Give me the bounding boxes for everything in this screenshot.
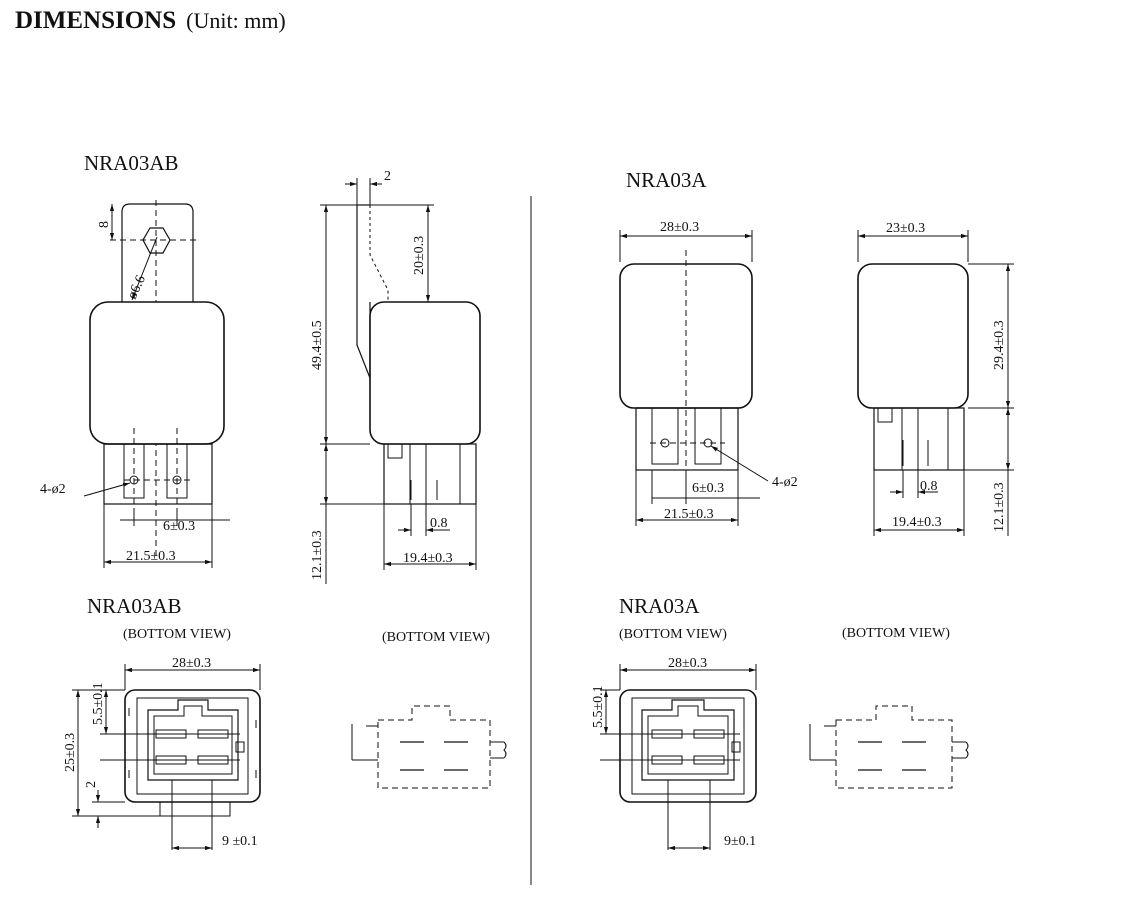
page-title: DIMENSIONS (Unit: mm) [15, 7, 286, 34]
svg-text:5.5±0.1: 5.5±0.1 [591, 685, 606, 728]
svg-text:2: 2 [384, 169, 391, 184]
svg-text:12.1±0.3: 12.1±0.3 [992, 482, 1007, 532]
svg-text:12.1±0.3: 12.1±0.3 [310, 530, 325, 580]
svg-text:4-ø2: 4-ø2 [40, 482, 66, 497]
svg-text:19.4±0.3: 19.4±0.3 [892, 515, 942, 530]
svg-text:28±0.3: 28±0.3 [668, 656, 707, 671]
svg-text:23±0.3: 23±0.3 [886, 221, 925, 236]
svg-text:20±0.3: 20±0.3 [412, 236, 427, 275]
nra03a-label: NRA03A [626, 168, 707, 192]
svg-text:28±0.3: 28±0.3 [172, 656, 211, 671]
svg-text:25±0.3: 25±0.3 [63, 733, 78, 772]
nra03ab-bottom-label: NRA03AB [87, 594, 182, 618]
svg-text:8: 8 [97, 221, 112, 228]
bottom-view-caption-4: (BOTTOM VIEW) [842, 626, 950, 641]
svg-text:28±0.3: 28±0.3 [660, 220, 699, 235]
nra03a-front-view: NRA03A 28±0.3 4-ø2 6±0.3 21.5±0.3 [619, 168, 798, 526]
nra03a-side-view: 23±0.3 29.4±0.3 12.1±0.3 0.8 19.4±0.3 [857, 221, 1014, 536]
nra03a-bottom-label: NRA03A [619, 594, 700, 618]
nra03ab-side-view: 2 20±0.3 49.4±0.5 12.1±0.3 0.8 [310, 169, 481, 584]
nra03ab-label: NRA03AB [84, 151, 179, 175]
svg-text:0.8: 0.8 [430, 516, 448, 531]
svg-text:9 ±0.1: 9 ±0.1 [222, 834, 258, 849]
nra03a-bottom-outline: (BOTTOM VIEW) [809, 626, 969, 789]
nra03ab-bottom-view: NRA03AB (BOTTOM VIEW) 28±0.3 5.5±0.1 [63, 594, 261, 851]
svg-text:29.4±0.3: 29.4±0.3 [992, 320, 1007, 370]
svg-text:4-ø2: 4-ø2 [772, 475, 798, 490]
svg-text:19.4±0.3: 19.4±0.3 [403, 551, 453, 566]
svg-text:21.5±0.3: 21.5±0.3 [126, 549, 176, 564]
nra03ab-front-view: NRA03AB ø6.6 8 4-ø2 6±0.3 21.5 [40, 151, 230, 568]
bottom-view-caption: (BOTTOM VIEW) [123, 627, 231, 642]
svg-text:21.5±0.3: 21.5±0.3 [664, 507, 714, 522]
svg-text:9±0.1: 9±0.1 [724, 834, 756, 849]
bottom-view-caption-3: (BOTTOM VIEW) [619, 627, 727, 642]
svg-text:49.4±0.5: 49.4±0.5 [310, 320, 325, 370]
svg-text:ø6.6: ø6.6 [125, 273, 149, 302]
bottom-view-caption-2: (BOTTOM VIEW) [382, 630, 490, 645]
svg-text:6±0.3: 6±0.3 [163, 519, 195, 534]
svg-text:5.5±0.1: 5.5±0.1 [91, 682, 106, 725]
nra03a-bottom-view: NRA03A (BOTTOM VIEW) 28±0.3 5.5±0.1 9±0.… [591, 594, 757, 851]
svg-text:2: 2 [84, 781, 99, 788]
nra03ab-bottom-outline: (BOTTOM VIEW) [351, 630, 507, 789]
svg-text:0.8: 0.8 [920, 479, 938, 494]
svg-text:6±0.3: 6±0.3 [692, 481, 724, 496]
